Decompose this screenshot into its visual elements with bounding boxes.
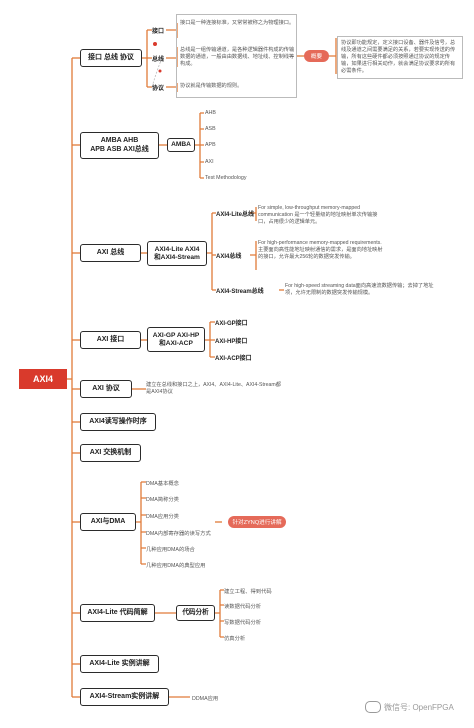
item-bus[interactable]: 总线 xyxy=(152,57,165,63)
item-protocol[interactable]: 协议 xyxy=(152,86,165,92)
port-axi-hp[interactable]: AXI-HP接口 xyxy=(215,339,248,345)
code-analysis-hub[interactable]: 代码分析 xyxy=(176,605,215,621)
port-axi-acp[interactable]: AXI-ACP接口 xyxy=(215,356,252,362)
branch-amba-line2: APB ASB AXI总线 xyxy=(90,145,149,153)
branch-axi4-stream-example[interactable]: AXI4-Stream实例讲解 xyxy=(80,688,169,706)
desc-axi4-stream: For high-speed streaming data面向高速流数据传输；去… xyxy=(285,283,434,297)
branch-amba-line1: AMBA AHB xyxy=(100,136,139,144)
branch-axi-interface[interactable]: AXI 接口 xyxy=(80,331,141,349)
stream-item-ddma[interactable]: DDMA应用 xyxy=(192,696,219,702)
amba-item-apb[interactable]: APB xyxy=(205,142,216,148)
code-item-write[interactable]: 写数据代码分析 xyxy=(224,620,262,626)
branch-interface-bus-protocol[interactable]: 接口 总线 协议 xyxy=(80,49,142,67)
branch-axi4-lite-example[interactable]: AXI4-Lite 实例讲解 xyxy=(80,655,159,673)
summary-note: 协议即功能规定，定义接口设备、器件及信号，总线及通道之间需要满足的关系，若要实现… xyxy=(337,36,463,80)
port-axi-gp[interactable]: AXI-GP接口 xyxy=(215,321,248,327)
interface-desc-frame xyxy=(176,14,297,98)
dma-item-register-rw[interactable]: DMA内部寄存器的读写方式 xyxy=(146,531,211,537)
branch-axi-protocol[interactable]: AXI 协议 xyxy=(80,380,132,398)
desc-axi4: For high-performance memory-mapped requi… xyxy=(258,240,383,261)
desc-axi-protocol: 建立在总线和接口之上，AXI4、AXI4-Lite、AXI4-Stream都是A… xyxy=(146,382,281,396)
dma-item-typical-apps[interactable]: 几种应用DMA的典型应用 xyxy=(146,563,206,569)
branch-axi4-lite-code[interactable]: AXI4-Lite 代码简解 xyxy=(80,604,155,622)
desc-bus: 总线是一组传输通道，是各种逻辑器件构成的传输数据的通道，一般由由数据线、地址线、… xyxy=(180,47,295,68)
amba-hub[interactable]: AMBA xyxy=(167,138,195,152)
axi-interface-hub[interactable]: AXI-GP AXI-HP 和AXI-ACP xyxy=(147,327,205,352)
axi-interface-hub-line2: 和AXI-ACP xyxy=(159,339,193,347)
dma-item-short-class[interactable]: DMA简称分类 xyxy=(146,497,179,503)
bus-axi4-lite[interactable]: AXI4-Lite总线 xyxy=(216,212,255,218)
desc-interface: 接口是一种连接标准，又常常被称之为物理接口。 xyxy=(180,20,295,26)
axi-interface-hub-line1: AXI-GP AXI-HP xyxy=(152,331,200,339)
desc-protocol: 协议就是传输数据的规则。 xyxy=(180,83,243,89)
branch-axi-exchange[interactable]: AXI 交换机制 xyxy=(80,444,141,462)
axi-bus-hub[interactable]: AXI4-Lite AXI4 和AXI4-Stream xyxy=(147,241,207,266)
axi-bus-hub-line1: AXI4-Lite AXI4 xyxy=(154,245,200,253)
dma-item-app-class[interactable]: DMA应用分类 xyxy=(146,514,179,520)
bus-axi4[interactable]: AXI4总线 xyxy=(216,254,242,260)
branch-amba[interactable]: AMBA AHB APB ASB AXI总线 xyxy=(80,132,159,159)
dma-item-use-cases[interactable]: 几种应用DMA的场合 xyxy=(146,547,195,553)
root-node[interactable]: AXI4 xyxy=(19,369,67,389)
wechat-icon xyxy=(365,701,381,713)
amba-item-axi[interactable]: AXI xyxy=(205,159,214,165)
watermark-text: 微信号: OpenFPGA xyxy=(384,702,454,712)
code-item-sim[interactable]: 仿真分析 xyxy=(224,636,246,642)
code-item-project[interactable]: 建立工程、得到代码 xyxy=(224,589,272,595)
dma-item-basic[interactable]: DMA基本概念 xyxy=(146,481,179,487)
bus-axi4-stream[interactable]: AXI4-Stream总线 xyxy=(216,289,264,295)
branch-axi-dma[interactable]: AXI与DMA xyxy=(80,513,136,531)
watermark: 微信号: OpenFPGA xyxy=(365,701,454,713)
branch-axi4-rw-timing[interactable]: AXI4读写操作时序 xyxy=(80,413,156,431)
summary-tag[interactable]: 概要 xyxy=(304,50,329,62)
amba-item-test-methodology[interactable]: Test Methodology xyxy=(205,175,247,181)
amba-item-ahb[interactable]: AHB xyxy=(205,110,216,116)
branch-axi-bus[interactable]: AXI 总线 xyxy=(80,244,141,262)
axi-bus-hub-line2: 和AXI4-Stream xyxy=(154,253,200,261)
code-item-read[interactable]: 读数据代码分析 xyxy=(224,604,262,610)
item-interface[interactable]: 接口 xyxy=(152,29,165,35)
zynq-tag[interactable]: 针对ZYNQ进行讲解 xyxy=(228,516,286,528)
desc-axi4-lite: For simple, low-throughput memory-mapped… xyxy=(258,205,378,226)
amba-item-asb[interactable]: ASB xyxy=(205,126,216,132)
